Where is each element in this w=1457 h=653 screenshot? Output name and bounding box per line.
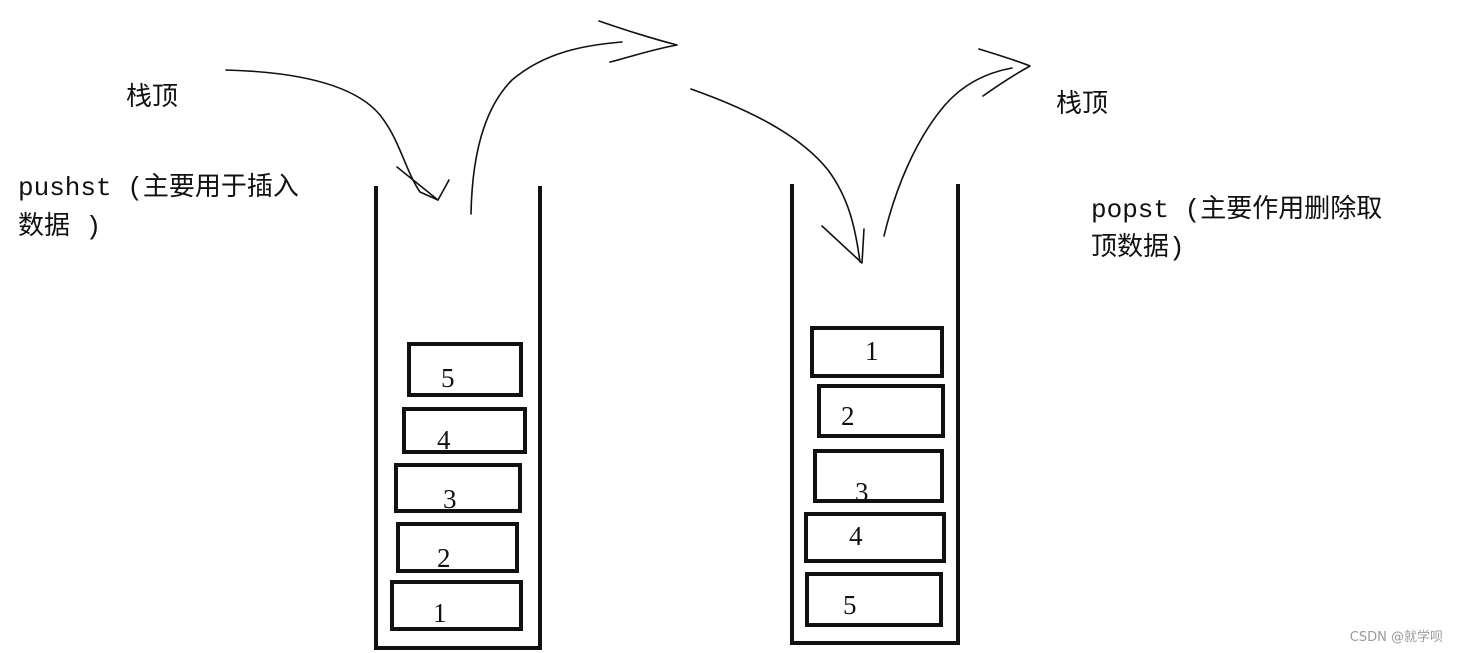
left-box-5-label: 5 bbox=[441, 363, 455, 393]
right-out-arrow-icon bbox=[883, 67, 1013, 237]
left-box-3 bbox=[394, 463, 522, 513]
left-stack-caption-line2: 数据 ) bbox=[18, 212, 102, 242]
right-in-arrow-head-icon bbox=[821, 225, 865, 264]
right-stack-container bbox=[790, 184, 960, 645]
right-stack-top-label: 栈顶 bbox=[1056, 89, 1109, 119]
left-stack-container bbox=[374, 186, 542, 650]
right-out-arrow-head-icon bbox=[978, 48, 1031, 97]
left-stack-boxes: 5 4 3 2 1 bbox=[390, 342, 527, 631]
right-box-1 bbox=[810, 326, 944, 378]
right-box-5-label: 5 bbox=[843, 590, 857, 620]
left-box-4 bbox=[402, 407, 527, 454]
right-box-4 bbox=[804, 512, 946, 563]
left-box-4-label: 4 bbox=[437, 425, 451, 455]
right-box-3-label: 3 bbox=[855, 477, 869, 507]
left-out-arrow-head-icon bbox=[598, 20, 678, 63]
right-box-4-label: 4 bbox=[849, 521, 863, 551]
right-box-5 bbox=[805, 572, 943, 627]
left-stack-caption-line1: pushst (主要用于插入 bbox=[18, 173, 299, 203]
left-stack-top-label: 栈顶 bbox=[126, 82, 179, 112]
left-box-3-label: 3 bbox=[443, 484, 457, 514]
left-out-arrow-icon bbox=[470, 41, 623, 215]
push-arrow-head-icon bbox=[396, 166, 450, 201]
push-arrow-icon bbox=[225, 69, 439, 201]
left-box-1 bbox=[390, 580, 523, 631]
right-box-2-label: 2 bbox=[841, 401, 855, 431]
right-box-2 bbox=[817, 384, 945, 438]
watermark: CSDN @就学呗 bbox=[1349, 630, 1443, 645]
right-stack-boxes: 1 2 3 4 5 bbox=[804, 326, 946, 627]
left-box-5 bbox=[407, 342, 523, 397]
right-box-1-label: 1 bbox=[865, 336, 879, 366]
left-box-2 bbox=[396, 522, 519, 573]
left-box-1-label: 1 bbox=[433, 598, 447, 628]
left-box-2-label: 2 bbox=[437, 543, 451, 573]
right-stack-caption-line1: popst (主要作用删除取 bbox=[1091, 195, 1383, 225]
right-box-3 bbox=[813, 449, 944, 503]
right-in-arrow-icon bbox=[690, 88, 861, 263]
right-stack-caption-line2: 顶数据) bbox=[1091, 233, 1185, 263]
